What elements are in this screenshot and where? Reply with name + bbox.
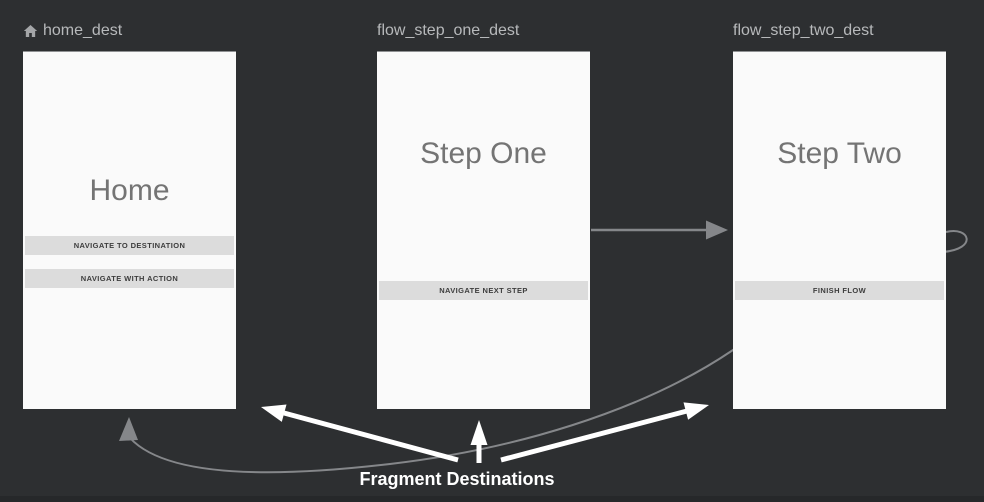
- action-arrow-step-one-to-step-two[interactable]: [591, 220, 728, 240]
- destination-header-home[interactable]: home_dest: [22, 20, 122, 42]
- annotation-arrow-to-step-one: [470, 420, 488, 463]
- annotation-arrow-to-step-two: [500, 402, 709, 463]
- navigate-to-destination-button[interactable]: NAVIGATE TO DESTINATION: [25, 236, 234, 255]
- finish-flow-button[interactable]: FINISH FLOW: [735, 281, 944, 300]
- destination-id-label: home_dest: [43, 22, 123, 39]
- navigate-next-step-button[interactable]: NAVIGATE NEXT STEP: [379, 281, 588, 300]
- annotation-caption: Fragment Destinations: [359, 469, 555, 489]
- canvas-bottom-edge: [0, 496, 984, 502]
- annotation-arrow-to-home: [261, 404, 459, 463]
- destination-card-home[interactable]: Home NAVIGATE TO DESTINATION NAVIGATE WI…: [23, 51, 236, 409]
- destination-card-step-two[interactable]: Step Two FINISH FLOW: [733, 51, 946, 409]
- destination-card-step-one[interactable]: Step One NAVIGATE NEXT STEP: [377, 51, 590, 409]
- destination-header-step-one[interactable]: flow_step_one_dest: [377, 20, 519, 42]
- navigate-with-action-button[interactable]: NAVIGATE WITH ACTION: [25, 269, 234, 288]
- fragment-title: Step Two: [777, 137, 902, 170]
- destination-id-label: flow_step_two_dest: [733, 22, 874, 39]
- destination-id-label: flow_step_one_dest: [377, 22, 520, 39]
- fragment-title: Home: [89, 174, 170, 207]
- destination-header-step-two[interactable]: flow_step_two_dest: [733, 20, 874, 42]
- fragment-title: Step One: [420, 137, 547, 170]
- home-icon: [22, 23, 39, 39]
